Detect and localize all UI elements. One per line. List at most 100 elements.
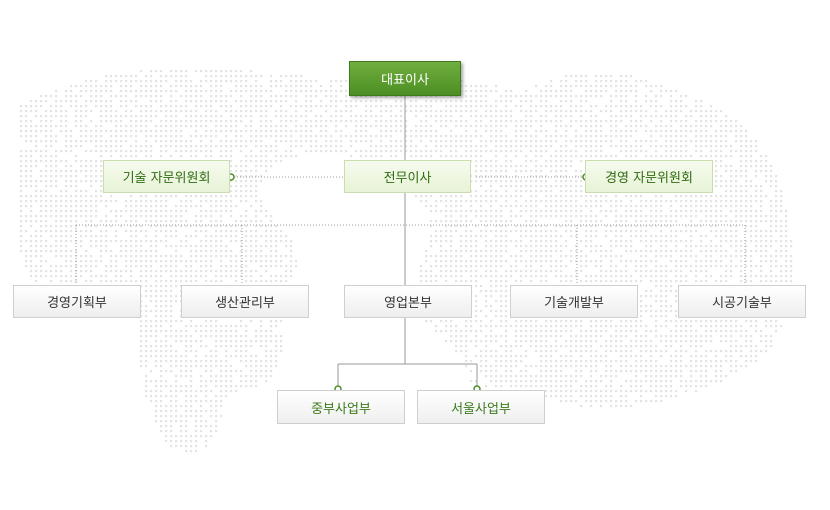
map-dot [385,130,388,133]
map-dot [80,160,83,163]
map-dot [755,185,758,188]
map-dot [525,140,528,143]
map-dot [290,80,293,83]
map-dot [605,230,608,233]
map-dot [250,100,253,103]
map-dot [630,115,633,118]
map-dot [195,145,198,148]
map-dot [225,275,228,278]
map-dot [370,140,373,143]
map-dot [485,200,488,203]
map-dot [580,255,583,258]
map-dot [135,255,138,258]
map-dot [290,85,293,88]
map-dot [155,135,158,138]
map-dot [740,195,743,198]
map-dot [770,185,773,188]
map-dot [35,265,38,268]
map-dot [540,275,543,278]
map-dot [580,195,583,198]
map-dot [610,230,613,233]
map-dot [665,305,668,308]
map-dot [65,235,68,238]
map-dot [130,75,133,78]
map-dot [605,140,608,143]
map-dot [440,245,443,248]
map-dot [225,80,228,83]
map-dot [20,240,23,243]
map-dot [175,80,178,83]
map-dot [490,180,493,183]
map-dot [650,120,653,123]
map-dot [550,195,553,198]
map-dot [50,155,53,158]
map-dot [495,265,498,268]
map-dot [335,105,338,108]
map-dot [270,275,273,278]
map-dot [470,85,473,88]
map-dot [750,195,753,198]
map-dot [540,230,543,233]
map-dot [165,80,168,83]
map-dot [150,225,153,228]
map-dot [225,200,228,203]
map-dot [80,140,83,143]
map-dot [500,135,503,138]
map-dot [590,210,593,213]
map-dot [265,105,268,108]
map-dot [250,195,253,198]
map-dot [740,205,743,208]
map-dot [425,125,428,128]
map-dot [55,230,58,233]
map-dot [455,205,458,208]
map-dot [435,205,438,208]
map-dot [685,145,688,148]
map-dot [260,235,263,238]
map-dot [755,140,758,143]
map-dot [625,205,628,208]
map-dot [240,100,243,103]
map-dot [555,215,558,218]
map-dot [780,220,783,223]
map-dot [645,290,648,293]
map-dot [285,95,288,98]
map-dot [740,220,743,223]
map-dot [105,220,108,223]
map-dot [200,265,203,268]
map-dot [35,250,38,253]
map-dot [780,190,783,193]
map-dot [245,160,248,163]
map-dot [475,265,478,268]
map-dot [245,225,248,228]
map-dot [20,160,23,163]
map-dot [645,200,648,203]
map-dot [710,230,713,233]
map-dot [755,170,758,173]
map-dot [450,135,453,138]
map-dot [460,100,463,103]
map-dot [265,210,268,213]
map-dot [170,235,173,238]
map-dot [475,175,478,178]
map-dot [260,200,263,203]
map-dot [520,215,523,218]
map-dot [160,70,163,73]
map-dot [190,265,193,268]
map-dot [35,160,38,163]
map-dot [310,135,313,138]
map-dot [720,125,723,128]
map-dot [770,225,773,228]
map-dot [325,120,328,123]
map-dot [155,290,158,293]
map-dot [250,90,253,93]
map-dot [130,275,133,278]
map-dot [400,145,403,148]
map-dot [590,155,593,158]
map-dot [725,115,728,118]
map-dot [590,215,593,218]
map-dot [165,135,168,138]
map-dot [740,140,743,143]
map-dot [230,160,233,163]
map-dot [445,105,448,108]
map-dot [135,260,138,263]
